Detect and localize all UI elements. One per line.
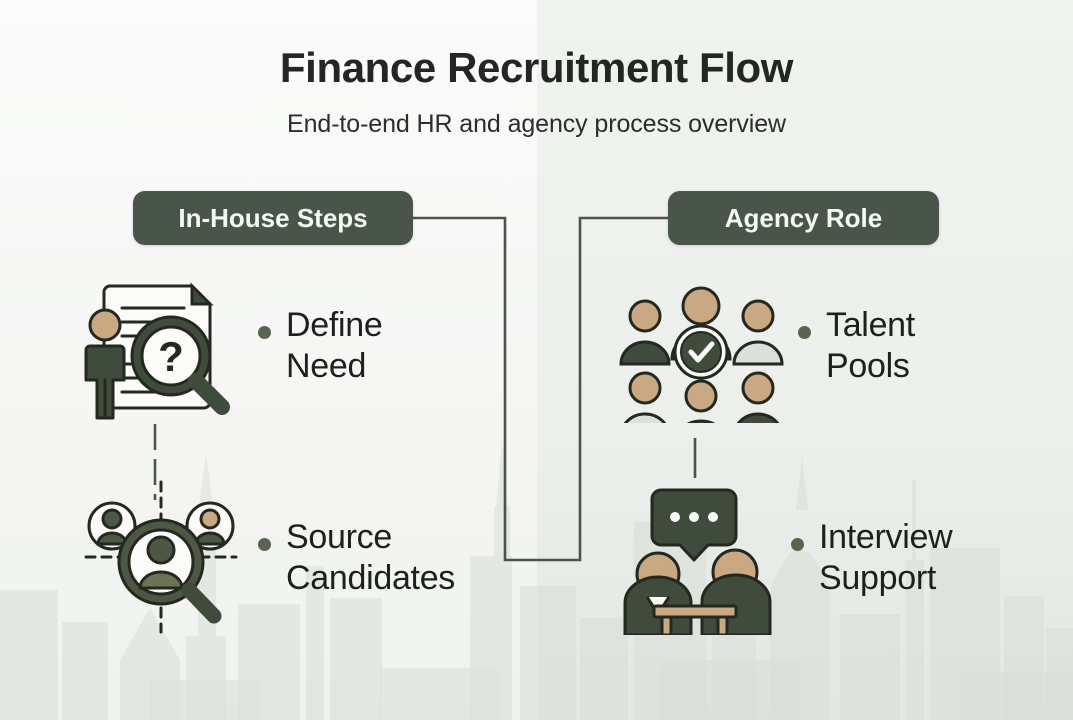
page-subtitle: End-to-end HR and agency process overvie… [287,110,786,138]
list-item-label: Interview Support [819,518,953,597]
check-icon [688,341,715,363]
speech-bubble-icon [650,488,738,562]
list-item-interview-support[interactable]: Interview Support [605,480,953,635]
document-search-person-icon: ? [72,268,250,423]
bullet-dot-icon [258,326,271,340]
bullet-dot-icon [798,326,811,340]
interview-table-chat-icon [605,480,783,635]
list-item-label: Source Candidates [286,518,456,597]
list-item-label: Talent Pools [826,306,915,385]
bullet-source-candidates: Source Candidates [258,517,455,597]
list-item-define-need[interactable]: ? Define Need [72,268,383,423]
cross-branch-connector [413,216,668,562]
bullet-talent-pools: Talent Pools [798,305,915,385]
candidate-search-network-icon [72,480,250,635]
bullet-dot-icon [791,538,804,552]
page-title: Finance Recruitment Flow [279,44,794,91]
bullet-define-need: Define Need [258,305,383,385]
pill-label-agency: Agency Role [724,202,883,233]
list-item-label: Define Need [286,306,383,385]
pill-label-in-house: In-House Steps [178,202,368,233]
section-pill-agency[interactable]: Agency Role [668,191,939,245]
bullet-interview-support: Interview Support [791,517,953,597]
people-group-check-icon [612,268,790,423]
bullet-dot-icon [258,538,271,552]
section-pill-in-house[interactable]: In-House Steps [133,191,413,245]
list-item-source-candidates[interactable]: Source Candidates [72,480,455,635]
list-item-talent-pools[interactable]: Talent Pools [612,268,915,423]
svg-text:?: ? [158,333,184,380]
